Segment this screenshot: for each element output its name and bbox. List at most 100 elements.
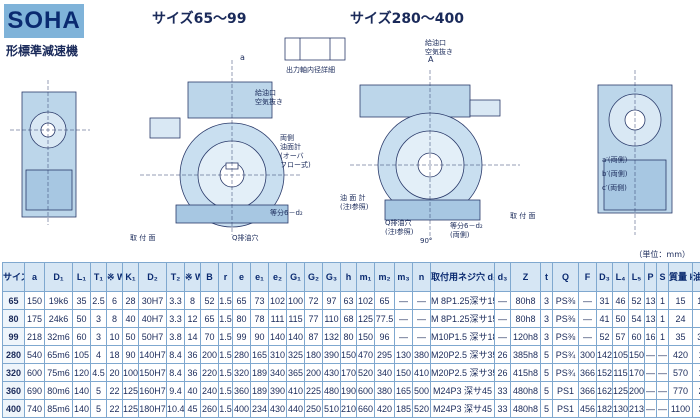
table-cell: 470 [356, 345, 375, 364]
spec-table: サイズ EaD₁L₁T₁※ W₁K₁D₂T₂※ W₂Bree₁e₂G₁G₂G₃h… [2, 262, 700, 418]
table-cell: 22 [106, 381, 123, 400]
table-cell: 72 [304, 291, 323, 310]
table-cell: 213 [628, 399, 645, 418]
table-cell: 152 [596, 363, 613, 382]
table-cell: 50 [612, 309, 629, 328]
column-header: L₄ [612, 262, 629, 292]
table-cell: 5 [540, 345, 553, 364]
column-header: S [656, 262, 669, 292]
table-cell: 73 [250, 291, 269, 310]
table-cell: 5 [90, 381, 107, 400]
table-cell: — [656, 363, 669, 382]
table-cell: 140 [72, 399, 91, 418]
size-cell: 65 [2, 291, 25, 310]
side-view-large [350, 70, 520, 240]
column-header: F [578, 262, 597, 292]
table-cell: 540 [24, 345, 45, 364]
column-header: T₁ [90, 262, 107, 292]
table-cell: 1.5 [218, 345, 233, 364]
table-cell: 90 [250, 327, 269, 346]
table-cell: 10.4 [166, 399, 185, 418]
table-cell: 390 [322, 345, 341, 364]
table-cell: 3 [540, 327, 553, 346]
table-cell: 185 [394, 399, 413, 418]
table-header-row: サイズ EaD₁L₁T₁※ W₁K₁D₂T₂※ W₂Bree₁e₂G₁G₂G₃h… [2, 262, 700, 292]
table-cell: — [578, 291, 597, 310]
table-cell: — [578, 309, 597, 328]
table-cell: 182 [596, 399, 613, 418]
column-header: m₂ [374, 262, 395, 292]
column-header: d₃ [494, 262, 511, 292]
table-cell: 1100 [668, 399, 693, 418]
table-cell: 190 [340, 381, 357, 400]
table-cell: 520 [412, 399, 431, 418]
table-cell: 20 [106, 363, 123, 382]
table-cell: 180H7 [138, 399, 167, 418]
unit-note: （単位：mm） [634, 250, 690, 259]
column-header: サイズ E [2, 262, 25, 292]
table-cell: 46 [612, 291, 629, 310]
label-mount-face-large: 取 付 面 [510, 211, 535, 220]
table-cell: 150 [394, 363, 413, 382]
column-header: D₃ [596, 262, 613, 292]
table-cell: 3.3 [166, 291, 185, 310]
table-cell: 140 [268, 327, 287, 346]
column-header: G₃ [322, 262, 341, 292]
table-cell: 50 [72, 309, 91, 328]
table-cell: 660 [356, 399, 375, 418]
table-cell: 410 [286, 381, 305, 400]
table-cell: 1.5 [218, 291, 233, 310]
table-cell: 8 [184, 291, 201, 310]
table-cell: 33 [494, 399, 511, 418]
column-header: 質量 kg [668, 262, 693, 292]
table-cell: 57 [612, 327, 629, 346]
table-cell: 13 [644, 291, 657, 310]
table-cell: 180 [304, 345, 323, 364]
table-cell: 125 [612, 381, 629, 400]
table-cell: 520 [356, 363, 375, 382]
table-cell: — [494, 327, 511, 346]
table-cell: 2 [692, 309, 700, 328]
table-cell: — [644, 345, 657, 364]
table-cell: 30 [692, 399, 700, 418]
table-cell: 33 [494, 381, 511, 400]
table-cell: — [644, 381, 657, 400]
table-cell: 225 [304, 381, 323, 400]
table-cell: 340 [268, 363, 287, 382]
table-cell: 65m6 [44, 345, 73, 364]
table-cell: PS⅜ [552, 309, 579, 328]
table-cell: 13 [644, 309, 657, 328]
table-cell: 260 [200, 399, 219, 418]
table-cell: 105 [72, 345, 91, 364]
label-note-ref2: (注Ⅰ参照) [385, 227, 414, 236]
table-cell: 218 [24, 327, 45, 346]
table-cell: 8.4 [166, 363, 185, 382]
table-cell: — [394, 291, 413, 310]
label-oil-gauge: 油 面 計 [340, 193, 365, 202]
table-cell: 3 [540, 291, 553, 310]
table-cell: 3 [90, 327, 107, 346]
size-cell: 99 [2, 327, 25, 346]
table-cell: 420 [374, 399, 395, 418]
table-cell: — [578, 327, 597, 346]
table-cell: 250 [304, 399, 323, 418]
label-q-drain-large: Q排油穴 [385, 218, 412, 227]
table-cell: 1 [656, 327, 669, 346]
column-header: D₂ [138, 262, 167, 292]
table-cell: 770 [668, 381, 693, 400]
table-cell: 32m6 [44, 327, 73, 346]
column-header: 取付用ネジ穴 d₂ [430, 262, 495, 292]
column-header: P [644, 262, 657, 292]
table-cell: 80h8 [510, 309, 541, 328]
table-cell: 366 [578, 381, 597, 400]
column-header: m₁ [356, 262, 375, 292]
table-cell: 170 [340, 363, 357, 382]
table-cell: 28 [122, 291, 139, 310]
label-cover-bolt2: 油面計 [280, 142, 301, 151]
column-header: h [340, 262, 357, 292]
table-cell: 45 [184, 399, 201, 418]
table-cell: 19k6 [44, 291, 73, 310]
